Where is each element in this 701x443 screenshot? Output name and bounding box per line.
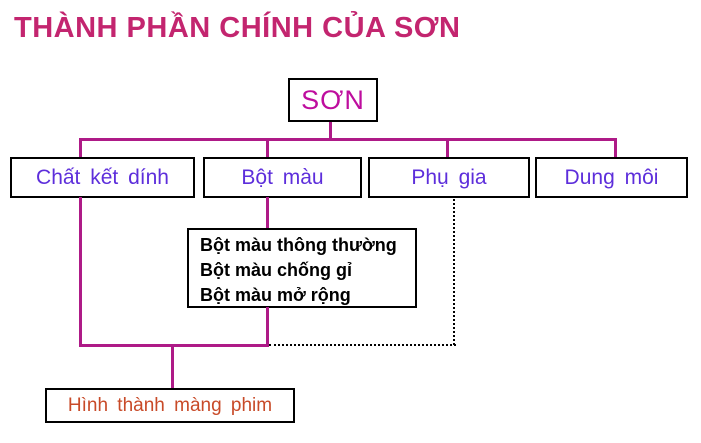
- node-son-root: SƠN: [288, 78, 378, 122]
- connector-drop-chat-ket-dinh: [79, 140, 82, 157]
- connector-chat-ket-dinh-down: [79, 197, 82, 347]
- node-dung-moi: Dung môi: [535, 157, 688, 198]
- connector-root-vertical: [329, 122, 332, 139]
- connector-to-result: [171, 347, 174, 388]
- connector-phu-gia-dotted-vertical: [453, 199, 455, 345]
- connector-drop-phu-gia: [446, 140, 449, 157]
- slide-title: THÀNH PHẦN CHÍNH CỦA SƠN: [14, 12, 461, 44]
- node-bot-mau-label: Bột màu: [241, 165, 324, 189]
- node-bot-mau: Bột màu: [203, 157, 362, 198]
- connector-bot-mau-to-sublist: [266, 197, 269, 228]
- pigment-type-line-2: Bột màu chống gỉ: [200, 260, 352, 280]
- node-hinh-thanh-mang-phim: Hình thành màng phim: [45, 388, 295, 423]
- node-chat-ket-dinh: Chất kết dính: [10, 157, 195, 198]
- node-phu-gia-label: Phụ gia: [411, 165, 487, 189]
- connector-drop-dung-moi: [614, 140, 617, 157]
- node-chat-ket-dinh-label: Chất kết dính: [36, 165, 169, 189]
- node-result-label: Hình thành màng phim: [67, 394, 273, 416]
- node-son-label: SƠN: [301, 84, 365, 115]
- connector-sublist-down: [266, 307, 269, 347]
- connector-top-horizontal: [79, 138, 617, 141]
- connector-bottom-horizontal: [79, 344, 269, 347]
- node-pigment-types: Bột màu thông thường Bột màu chống gỉ Bộ…: [187, 228, 417, 308]
- pigment-type-line-1: Bột màu thông thường: [200, 235, 397, 255]
- node-phu-gia: Phụ gia: [368, 157, 530, 198]
- connector-drop-bot-mau: [266, 140, 269, 157]
- node-dung-moi-label: Dung môi: [564, 165, 659, 189]
- pigment-type-line-3: Bột màu mở rộng: [200, 285, 351, 305]
- connector-dotted-horizontal: [269, 344, 456, 346]
